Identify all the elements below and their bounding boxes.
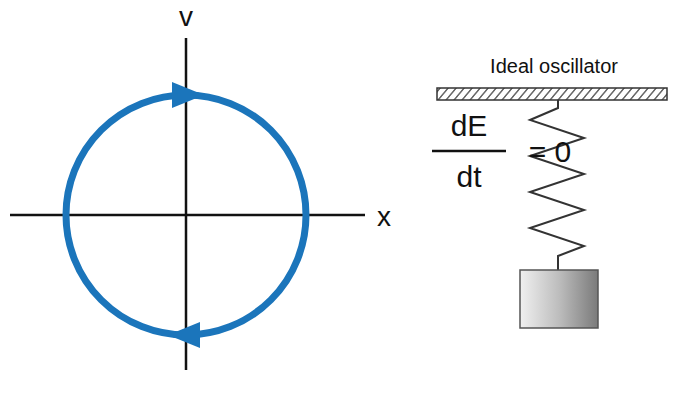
phase-orbit	[66, 95, 306, 335]
spring	[530, 100, 584, 270]
equation-text: dE	[451, 111, 488, 141]
mass-block	[520, 270, 598, 328]
fraction-bar	[432, 150, 506, 153]
equation-text: dt	[456, 162, 481, 192]
orbit-arrow	[172, 82, 204, 108]
axis-label: v	[179, 3, 193, 31]
equation-text: = 0	[529, 137, 572, 167]
caption-text: Ideal oscillator	[490, 56, 618, 76]
orbit-arrow	[168, 322, 200, 348]
ceiling	[437, 88, 667, 100]
axis-label: x	[377, 203, 391, 231]
